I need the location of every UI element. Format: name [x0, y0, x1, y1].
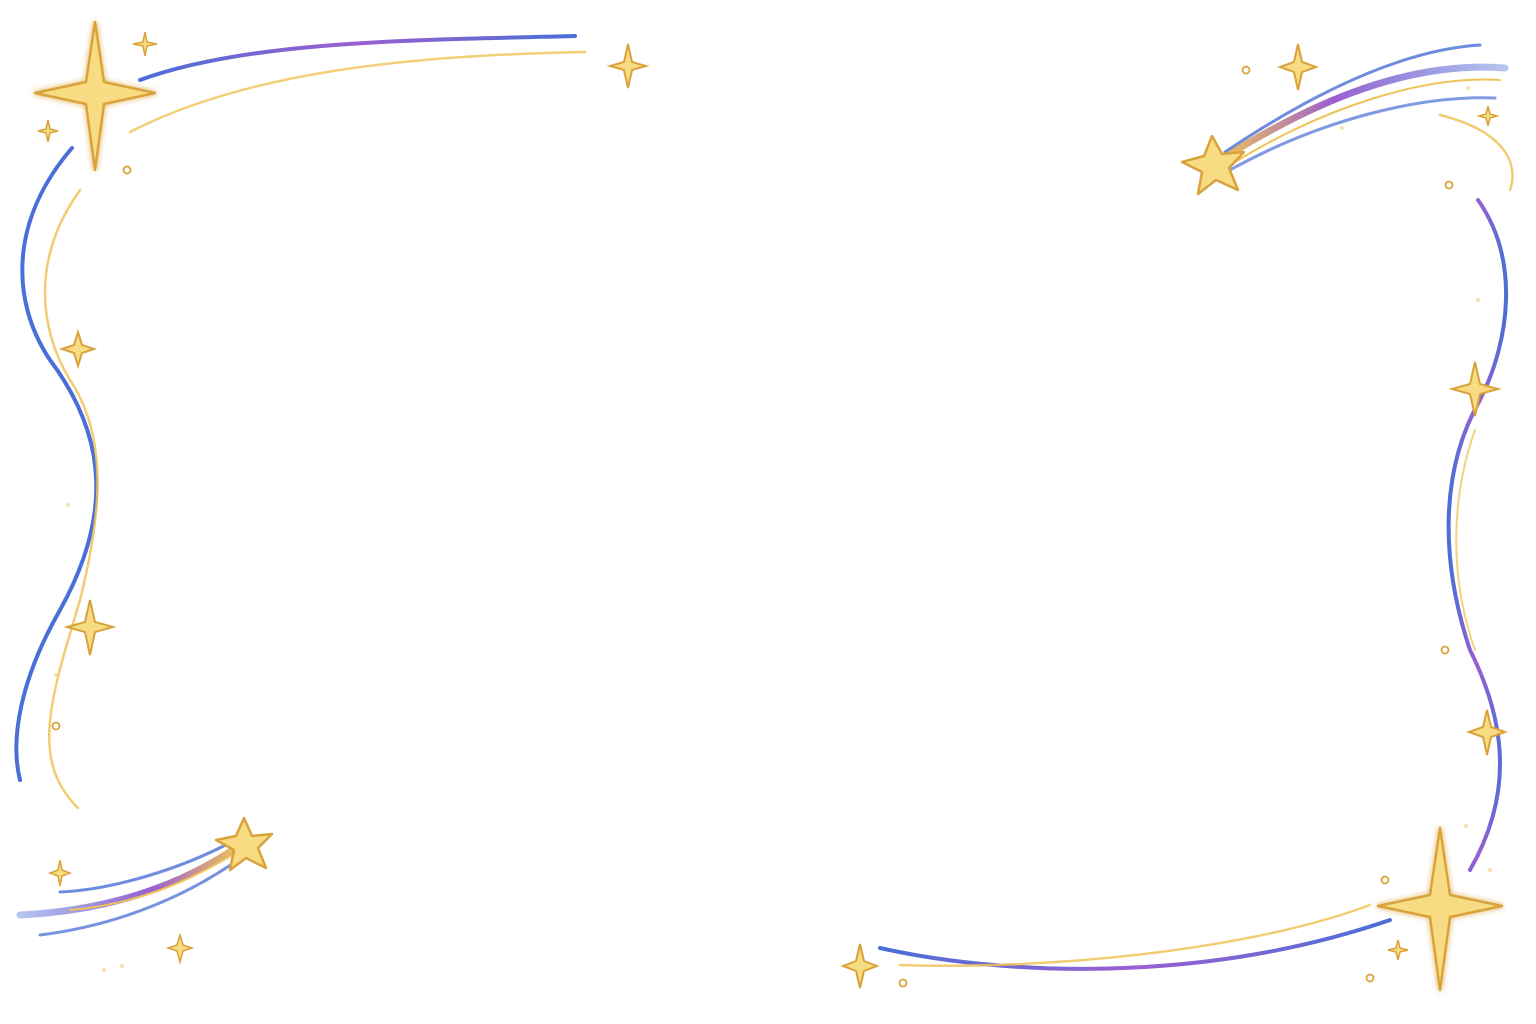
top-right-shooting-star	[1180, 43, 1509, 196]
sparkle-icon	[1387, 939, 1409, 961]
top-left-swirl	[128, 34, 587, 134]
sparkle-icon	[63, 599, 117, 656]
dot-icon	[51, 65, 1454, 988]
sparkle-icon	[1476, 105, 1500, 127]
dot-icon	[54, 86, 1492, 972]
shooting-star-icon	[214, 816, 274, 872]
sparkle-icon	[1466, 709, 1508, 756]
left-side-swirl	[14, 146, 99, 810]
bottom-left-shooting-star	[16, 816, 274, 937]
sparkle-icon	[1376, 826, 1504, 992]
shooting-star-icon	[1180, 134, 1246, 196]
sparkle-icon	[47, 859, 73, 887]
sparkle-icon	[1448, 361, 1502, 417]
bottom-right-swirl	[878, 903, 1392, 971]
sparkle-icon	[37, 119, 59, 143]
sparkle-icon	[132, 31, 158, 57]
sparkle-icon	[33, 20, 157, 172]
sparkle-icon	[606, 43, 650, 89]
sparkle-icon	[165, 932, 195, 965]
right-side-swirl	[1438, 113, 1514, 872]
sparkle-icon	[1277, 43, 1319, 91]
sparkle-icon	[58, 328, 98, 370]
sparkle-icon	[840, 943, 880, 989]
